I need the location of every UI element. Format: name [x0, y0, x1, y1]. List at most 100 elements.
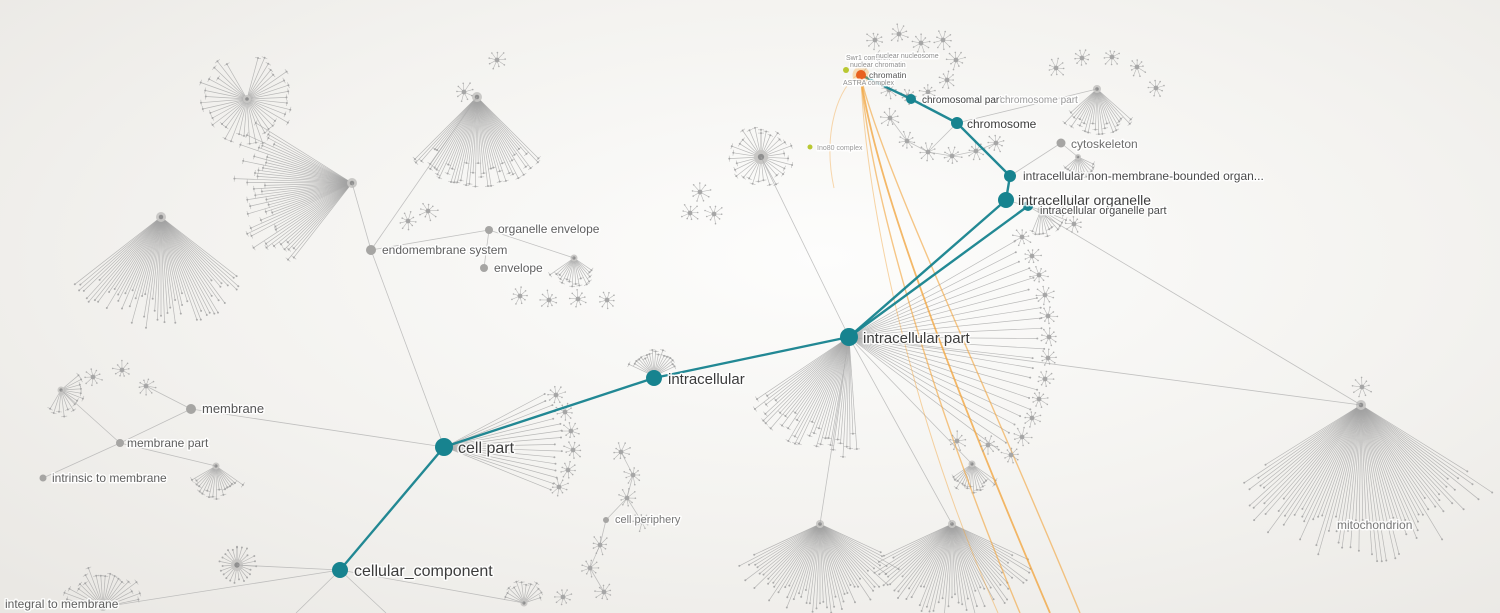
cluster-node[interactable]	[697, 189, 703, 195]
cluster-node[interactable]	[887, 115, 893, 121]
cluster-node[interactable]	[517, 293, 523, 299]
graph-node-intracellular-organelle-part[interactable]	[1023, 201, 1033, 211]
cluster-node[interactable]	[90, 374, 96, 380]
graph-node-intracellular[interactable]	[646, 370, 662, 386]
graph-node[interactable]	[485, 226, 493, 234]
cluster-node[interactable]	[570, 447, 576, 453]
graph-node[interactable]	[603, 517, 609, 523]
cluster-node[interactable]	[556, 484, 562, 490]
cluster-node[interactable]	[687, 210, 693, 216]
cluster-node[interactable]	[405, 218, 411, 224]
fan-cluster	[728, 126, 794, 186]
cluster-node[interactable]	[1046, 334, 1052, 340]
graph-node-chromatin-highlight[interactable]	[856, 70, 866, 80]
cluster-node[interactable]	[597, 542, 603, 548]
fan-cluster	[63, 566, 142, 611]
cluster-node[interactable]	[1008, 452, 1014, 458]
cluster-node[interactable]	[618, 449, 624, 455]
cluster-node[interactable]	[639, 519, 645, 525]
graph-node[interactable]	[186, 404, 196, 414]
cluster-node[interactable]	[1019, 234, 1025, 240]
cluster-node[interactable]	[546, 297, 552, 303]
cluster-node[interactable]	[973, 148, 979, 154]
cluster-node[interactable]	[604, 297, 610, 303]
fan-cluster	[1063, 154, 1096, 179]
graph-node-chromosomal-part[interactable]	[906, 94, 916, 104]
cluster-node[interactable]	[904, 138, 910, 144]
cluster-node[interactable]	[1036, 396, 1042, 402]
graph-node[interactable]	[366, 245, 376, 255]
cluster-node[interactable]	[1019, 434, 1025, 440]
cluster-node[interactable]	[1029, 415, 1035, 421]
cluster-node[interactable]	[1042, 292, 1048, 298]
cluster-node[interactable]	[560, 594, 566, 600]
mini-cluster	[138, 378, 157, 396]
graph-node-complex-node-a[interactable]	[843, 67, 849, 73]
graph-node[interactable]	[39, 474, 47, 482]
cluster-node[interactable]	[925, 89, 931, 95]
cluster-node[interactable]	[896, 31, 902, 37]
cluster-node[interactable]	[1071, 221, 1077, 227]
cluster-node[interactable]	[985, 442, 991, 448]
cluster-node[interactable]	[1359, 384, 1365, 390]
cluster-node[interactable]	[1036, 272, 1042, 278]
cluster-node[interactable]	[565, 467, 571, 473]
node-label: Swr1 complex	[846, 55, 890, 62]
cluster-node[interactable]	[872, 37, 878, 43]
cluster-node[interactable]	[1029, 253, 1035, 259]
orange-relation-edges	[829, 74, 1081, 613]
cluster-node[interactable]	[944, 77, 950, 83]
cluster-node[interactable]	[630, 472, 636, 478]
cluster-node[interactable]	[575, 296, 581, 302]
cluster-node[interactable]	[143, 383, 149, 389]
graph-node-cell-part[interactable]	[435, 438, 453, 456]
cluster-node[interactable]	[553, 392, 559, 398]
cluster-node[interactable]	[119, 367, 125, 373]
graph-node-complex-node-b[interactable]	[807, 144, 813, 150]
cluster-node[interactable]	[993, 140, 999, 146]
graph-node-chromosome[interactable]	[951, 117, 963, 129]
mini-cluster	[943, 146, 963, 164]
cluster-node[interactable]	[1065, 200, 1071, 206]
cluster-node[interactable]	[918, 40, 924, 46]
cluster-node[interactable]	[940, 37, 946, 43]
cluster-node[interactable]	[1053, 65, 1059, 71]
cluster-node[interactable]	[1109, 54, 1115, 60]
mini-cluster	[938, 70, 955, 89]
cluster-node[interactable]	[1153, 85, 1159, 91]
cluster-node[interactable]	[1079, 55, 1085, 61]
fan-clusters	[47, 56, 1494, 613]
cluster-node[interactable]	[954, 438, 960, 444]
mini-cluster	[613, 442, 631, 460]
graph-node[interactable]	[1056, 138, 1066, 148]
mini-cluster	[1024, 248, 1042, 264]
cluster-node[interactable]	[1045, 355, 1051, 361]
node-label: ASTRA complex	[843, 80, 894, 87]
highlight-path-edges	[339, 73, 1029, 571]
graph-node-non-membrane-bounded-organelle[interactable]	[1004, 170, 1016, 182]
mini-cluster	[111, 359, 130, 377]
cluster-node[interactable]	[624, 495, 630, 501]
graph-node[interactable]	[116, 439, 124, 447]
cluster-node[interactable]	[568, 428, 574, 434]
cluster-node[interactable]	[587, 565, 593, 571]
cluster-node[interactable]	[711, 211, 717, 217]
cluster-node[interactable]	[1134, 64, 1140, 70]
graph-node[interactable]	[480, 264, 488, 272]
cluster-node[interactable]	[1045, 313, 1051, 319]
cluster-node[interactable]	[461, 89, 467, 95]
cluster-node[interactable]	[1042, 376, 1048, 382]
cluster-node[interactable]	[425, 208, 431, 214]
graph-node-intracellular-organelle[interactable]	[998, 192, 1014, 208]
mini-cluster	[568, 289, 587, 308]
graph-node-intracellular-part[interactable]	[840, 328, 858, 346]
cluster-node[interactable]	[494, 57, 500, 63]
cluster-node[interactable]	[949, 153, 955, 159]
cluster-node[interactable]	[953, 57, 959, 63]
cluster-node[interactable]	[925, 149, 931, 155]
cluster-node[interactable]	[601, 589, 607, 595]
cluster-node[interactable]	[562, 409, 568, 415]
graph-node-cellular-component[interactable]	[332, 562, 348, 578]
